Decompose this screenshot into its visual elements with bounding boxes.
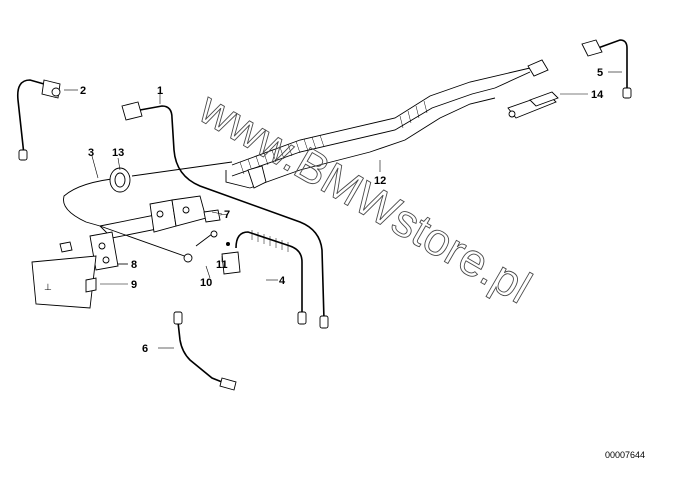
cable-1: [121, 101, 329, 329]
callout-9: 9: [131, 279, 137, 291]
ground-cable-4: [99, 225, 307, 325]
callout-6: 6: [142, 343, 148, 355]
watermark-text: www.BMWstore.pl: [190, 81, 540, 313]
junction-block-14: [507, 91, 559, 119]
callout-4: 4: [279, 275, 286, 287]
cable-2: [16, 79, 61, 161]
callout-5: 5: [597, 67, 603, 79]
relay-bracket-7: [99, 195, 229, 239]
callout-1: 1: [157, 85, 163, 97]
leader-lines: [64, 71, 622, 349]
sheath-ribbing: [239, 100, 428, 175]
cable-duct-12: [225, 59, 549, 189]
callout-7: 7: [224, 209, 230, 221]
cable-5: [581, 39, 632, 99]
cable-6: [173, 311, 237, 391]
wire-3: [63, 161, 233, 227]
bracket-8: [59, 231, 128, 271]
cover-9: ⊥: [31, 255, 97, 309]
callout-10: 10: [200, 277, 212, 289]
callout-14: 14: [591, 89, 604, 101]
callout-8: 8: [131, 259, 137, 271]
callout-11: 11: [216, 259, 228, 271]
callout-2: 2: [80, 85, 86, 97]
callout-3: 3: [88, 147, 94, 159]
svg-text:⊥: ⊥: [44, 282, 52, 292]
callout-12: 12: [374, 175, 386, 187]
callout-13: 13: [112, 147, 124, 159]
diagram-reference-number: 00007644: [605, 450, 645, 460]
